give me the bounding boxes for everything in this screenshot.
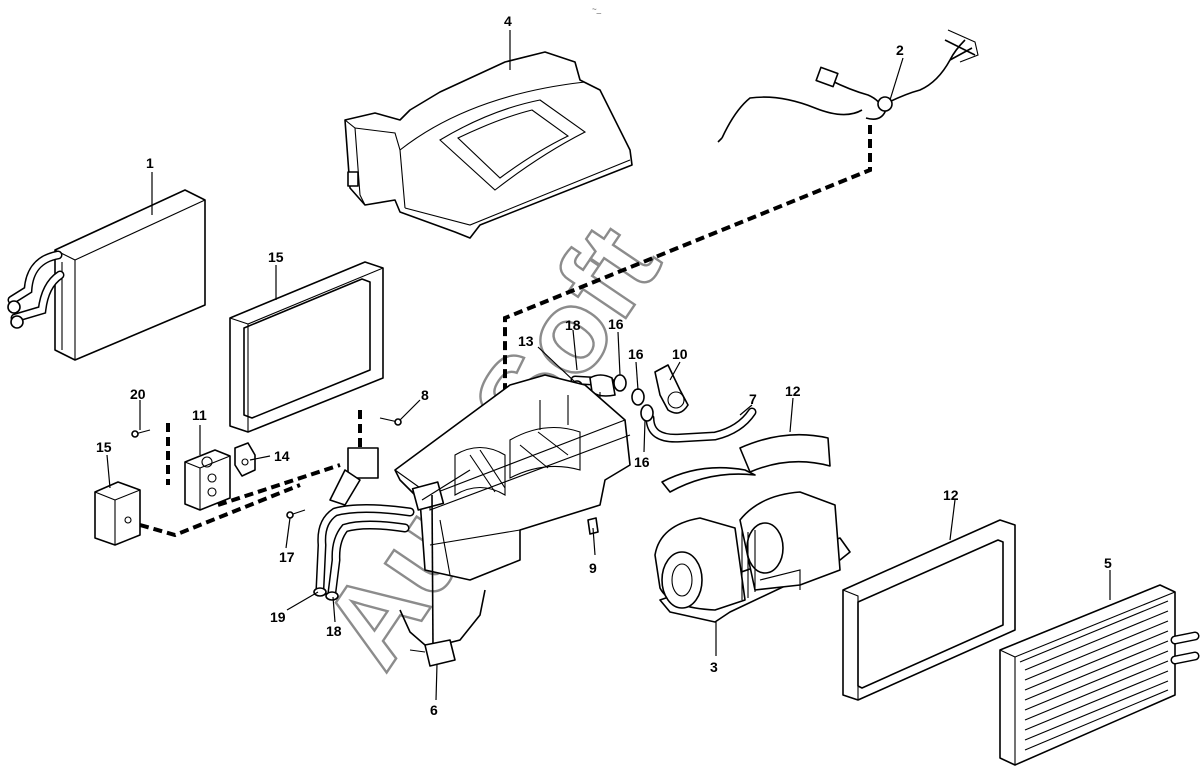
part-clip — [587, 517, 599, 535]
part-evaporator — [7, 189, 206, 361]
corner-mark: ~_ — [592, 5, 602, 14]
part-expansion-valve — [184, 449, 231, 511]
callout-18-top: 18 — [565, 317, 581, 333]
callout-12-seal: 12 — [785, 383, 801, 399]
part-foam-seals — [661, 433, 831, 493]
part-drain-hoses — [313, 504, 415, 601]
part-bracket — [234, 442, 256, 477]
callout-5: 5 — [1104, 555, 1112, 571]
part-valve-cover — [94, 481, 141, 546]
callout-15-cover: 15 — [96, 439, 112, 455]
callout-9: 9 — [589, 560, 597, 576]
callout-15-frame: 15 — [268, 249, 284, 265]
callout-2: 2 — [896, 42, 904, 58]
part-temp-sensor — [399, 494, 486, 667]
leader-lines — [106, 30, 1111, 701]
callout-7: 7 — [749, 391, 757, 407]
callout-19: 19 — [270, 609, 286, 625]
callout-labels: 1 2 3 4 5 6 7 8 9 10 11 12 12 13 14 15 1… — [96, 13, 1112, 718]
callout-4: 4 — [504, 13, 512, 29]
callout-10: 10 — [672, 346, 688, 362]
part-valve-assembly — [570, 364, 757, 443]
callout-16-top: 16 — [608, 316, 624, 332]
callout-13: 13 — [518, 333, 534, 349]
callout-3: 3 — [710, 659, 718, 675]
callout-6: 6 — [430, 702, 438, 718]
part-heater-core — [999, 584, 1200, 766]
part-sensor-harness — [717, 29, 979, 143]
callout-1: 1 — [146, 155, 154, 171]
callout-17: 17 — [279, 549, 295, 565]
part-filter-frame — [229, 261, 384, 433]
callout-16-mid: 16 — [628, 346, 644, 362]
callout-11: 11 — [192, 407, 207, 423]
callout-8: 8 — [421, 387, 429, 403]
callout-16-bottom: 16 — [634, 454, 650, 470]
callout-20: 20 — [130, 386, 146, 402]
callout-12-frame: 12 — [943, 487, 959, 503]
part-seal-frame — [842, 519, 1016, 701]
part-lower-housing — [329, 374, 631, 581]
part-upper-housing — [344, 51, 633, 239]
part-blower-motor — [654, 491, 851, 623]
callout-14: 14 — [274, 448, 290, 464]
dashed-connectors — [139, 125, 872, 538]
callout-18-bottom: 18 — [326, 623, 342, 639]
